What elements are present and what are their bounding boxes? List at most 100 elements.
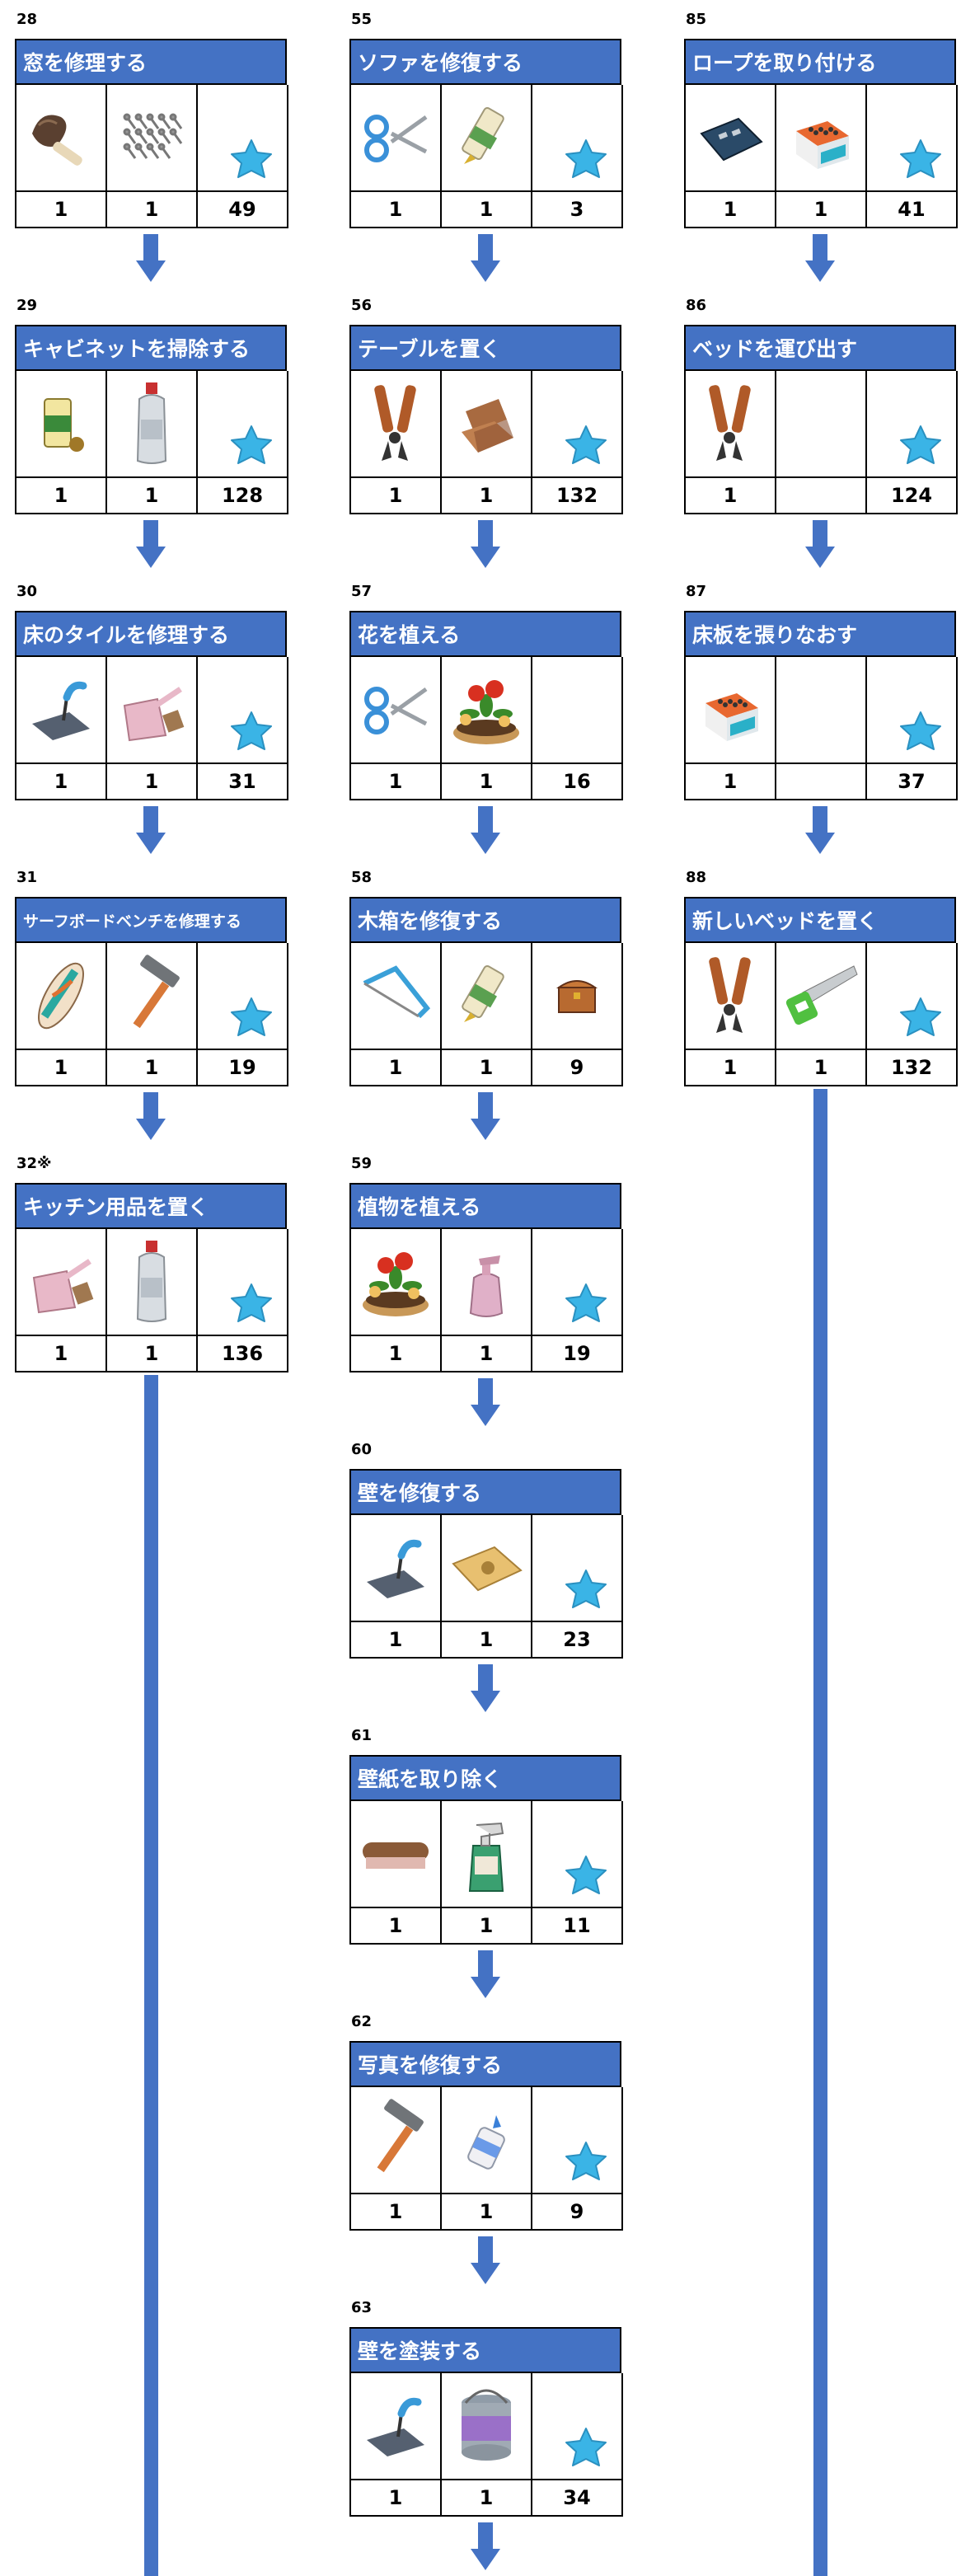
item-cell [442,1515,532,1622]
hammer-icon [115,955,189,1037]
star-icon [562,2426,610,2469]
reward-cell [198,943,288,1050]
item-cell [442,2087,532,2194]
empty-cell [776,657,867,764]
reward-cell [532,657,623,764]
item-cell [442,1801,532,1908]
star-icon [562,138,610,181]
star-count: 49 [198,192,288,228]
item-count: 1 [351,1908,442,1945]
toolbox-icon [689,101,771,175]
task-title: 壁を修復する [349,1469,621,1515]
task-number: 56 [351,297,373,314]
spray-bottle-icon [449,1241,523,1323]
task-title: 新しいベッドを置く [684,897,956,943]
item-count: 1 [16,1336,107,1372]
item-cell [442,943,532,1050]
task-title: キッチン用品を置く [15,1183,287,1229]
task-title: 木箱を修復する [349,897,621,943]
dustpan-icon [115,673,189,747]
brush-icon [354,1821,437,1887]
item-count: 1 [686,478,776,514]
item-cell [351,1229,442,1336]
reward-cell [867,657,958,764]
trowel-icon [24,673,98,747]
reward-cell [198,657,288,764]
item-count: 1 [351,192,442,228]
flow-arrow-icon [471,2236,500,2286]
nail-box-icon [780,96,862,179]
item-count: 1 [107,1050,198,1086]
flow-arrow-icon [805,234,835,284]
flow-arrow-icon [136,806,166,856]
reward-cell [532,1515,623,1622]
flow-arrow-icon [471,520,500,570]
item-count: 1 [16,478,107,514]
scissors-icon [359,673,433,747]
task-number: 29 [16,297,38,314]
trowel-icon [359,1531,433,1605]
star-count: 136 [198,1336,288,1372]
flow-arrow-icon [136,234,166,284]
task-number: 60 [351,1441,373,1458]
flow-arrow-icon [471,234,500,284]
item-count: 1 [442,764,532,800]
star-count: 31 [198,764,288,800]
star-count: 132 [532,478,623,514]
star-count: 41 [867,192,958,228]
item-cell [351,85,442,192]
reward-cell [867,371,958,478]
star-count: 132 [867,1050,958,1086]
star-icon [227,710,275,753]
task-title: 床板を張りなおす [684,611,956,657]
item-count: 1 [16,1050,107,1086]
star-count: 23 [532,1622,623,1659]
task-number: 85 [686,11,707,28]
flow-arrow-icon [471,1092,500,1142]
glue-tube-icon [449,955,523,1037]
task-number: 61 [351,1727,373,1744]
cement-bag-icon [445,1531,527,1605]
task-title: サーフボードベンチを修理する [15,897,287,943]
item-count: 1 [351,2480,442,2517]
star-count: 19 [198,1050,288,1086]
task-title: ソファを修復する [349,39,621,85]
star-count: 3 [532,192,623,228]
item-cell [776,85,867,192]
task-title: ロープを取り付ける [684,39,956,85]
flow-arrow-icon [471,1950,500,2000]
item-count: 1 [107,478,198,514]
wood-pile-icon [449,387,523,461]
chest-icon [552,971,602,1021]
item-count: 1 [442,192,532,228]
item-count: 1 [107,764,198,800]
star-icon [562,1282,610,1325]
task-title: テーブルを置く [349,325,621,371]
empty-cell [776,371,867,478]
star-count: 37 [867,764,958,800]
item-cell [442,85,532,192]
task-number: 58 [351,869,373,886]
reward-cell [532,371,623,478]
flow-arrow-icon [136,1092,166,1142]
reward-cell [532,2087,623,2194]
reward-cell [867,943,958,1050]
star-icon [227,1282,275,1325]
